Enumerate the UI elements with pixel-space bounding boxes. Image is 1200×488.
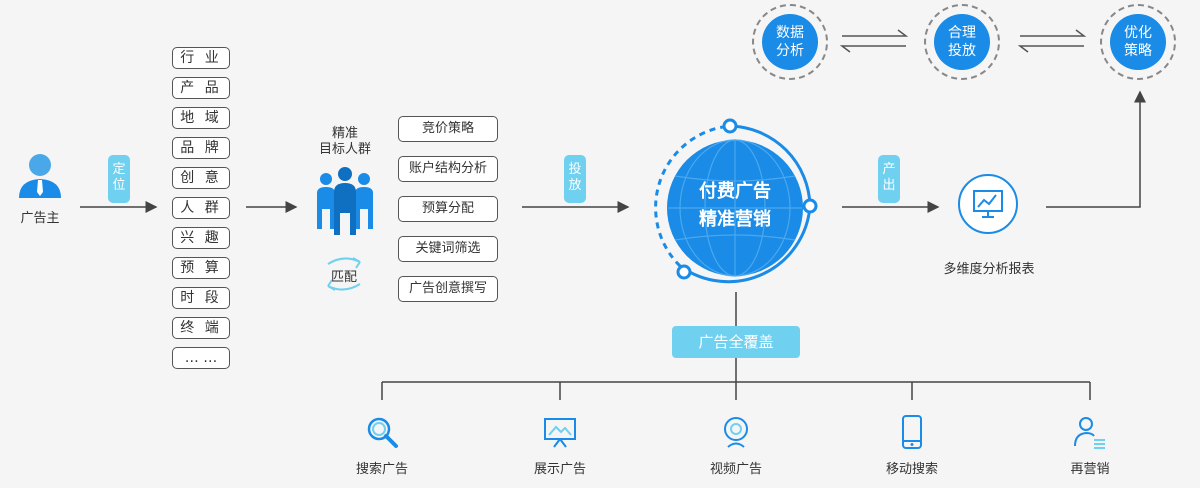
people-group-icon bbox=[317, 167, 373, 235]
strategy-item: 预算分配 bbox=[398, 196, 498, 222]
tag-item: … … bbox=[172, 347, 230, 369]
channel-label: 搜索广告 bbox=[355, 462, 408, 477]
person-list-icon bbox=[1074, 417, 1105, 449]
match-cycle-icon bbox=[327, 257, 361, 291]
tag-item: 预 算 bbox=[172, 257, 230, 279]
tag-item: 兴 趣 bbox=[172, 227, 230, 249]
channel-label: 再营销 bbox=[1070, 462, 1110, 477]
tag-item: 行 业 bbox=[172, 47, 230, 69]
channel-label: 移动搜索 bbox=[885, 462, 938, 477]
cycle-node-reasonable-launch: 合理投放 bbox=[924, 4, 1000, 80]
webcam-icon bbox=[724, 417, 748, 448]
core-title: 付费广告精准营销 bbox=[699, 181, 771, 230]
core-globe bbox=[654, 118, 818, 284]
advertiser-icon bbox=[19, 154, 61, 198]
cycle-node-optimize-strategy: 优化策略 bbox=[1100, 4, 1176, 80]
advertiser-label: 广告主 bbox=[20, 211, 60, 226]
strategy-item: 竞价策略 bbox=[398, 116, 498, 142]
strategy-item: 广告创意撰写 bbox=[398, 276, 498, 302]
report-label: 多维度分析报表 bbox=[943, 262, 1035, 277]
tag-item: 终 端 bbox=[172, 317, 230, 339]
launch-label: 投放 bbox=[564, 155, 586, 203]
mobile-phone-icon bbox=[902, 415, 922, 449]
display-board-icon bbox=[544, 418, 576, 448]
channel-label: 视频广告 bbox=[709, 462, 762, 477]
strategy-item: 账户结构分析 bbox=[398, 156, 498, 182]
tag-item: 人 群 bbox=[172, 197, 230, 219]
report-circle bbox=[958, 174, 1018, 234]
tag-item: 产 品 bbox=[172, 77, 230, 99]
output-label: 产出 bbox=[878, 155, 900, 203]
chart-monitor-icon bbox=[973, 190, 1003, 218]
channel-label: 展示广告 bbox=[533, 462, 586, 477]
search-icon bbox=[367, 417, 398, 448]
tag-item: 时 段 bbox=[172, 287, 230, 309]
positioning-label: 定位 bbox=[108, 155, 130, 203]
coverage-badge: 广告全覆盖 bbox=[672, 326, 800, 358]
cycle-node-data-analysis: 数据分析 bbox=[752, 4, 828, 80]
cycle-arrows bbox=[839, 29, 1087, 53]
tag-item: 创 意 bbox=[172, 167, 230, 189]
tag-item: 地 域 bbox=[172, 107, 230, 129]
audience-title: 精准目标人群 bbox=[318, 126, 371, 157]
tag-item: 品 牌 bbox=[172, 137, 230, 159]
match-label: 匹配 bbox=[330, 270, 357, 285]
strategy-item: 关键词筛选 bbox=[398, 236, 498, 262]
